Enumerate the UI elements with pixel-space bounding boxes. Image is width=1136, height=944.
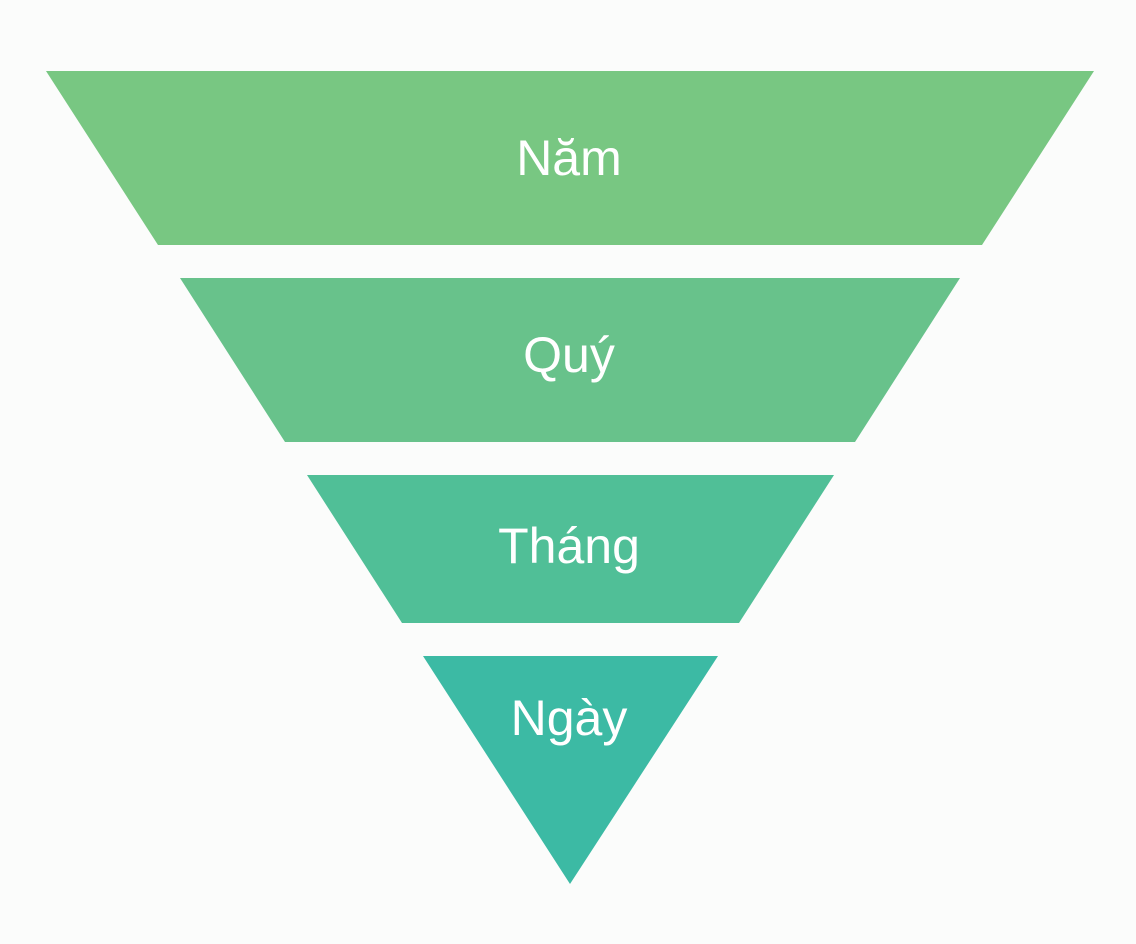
funnel-level-day-label: Ngày [511, 690, 628, 746]
funnel-level-day-shape [423, 656, 718, 884]
funnel-level-quarter: Quý [180, 278, 960, 442]
funnel-level-day: Ngày [423, 656, 718, 884]
funnel-level-year: Năm [46, 71, 1094, 245]
funnel-level-month-shape [307, 475, 834, 623]
funnel-level-month-label: Tháng [498, 518, 640, 574]
funnel-level-year-label: Năm [516, 130, 622, 186]
funnel-level-quarter-shape [180, 278, 960, 442]
funnel-level-year-shape [46, 71, 1094, 245]
funnel-level-quarter-label: Quý [523, 327, 615, 383]
funnel-level-month: Tháng [307, 475, 834, 623]
